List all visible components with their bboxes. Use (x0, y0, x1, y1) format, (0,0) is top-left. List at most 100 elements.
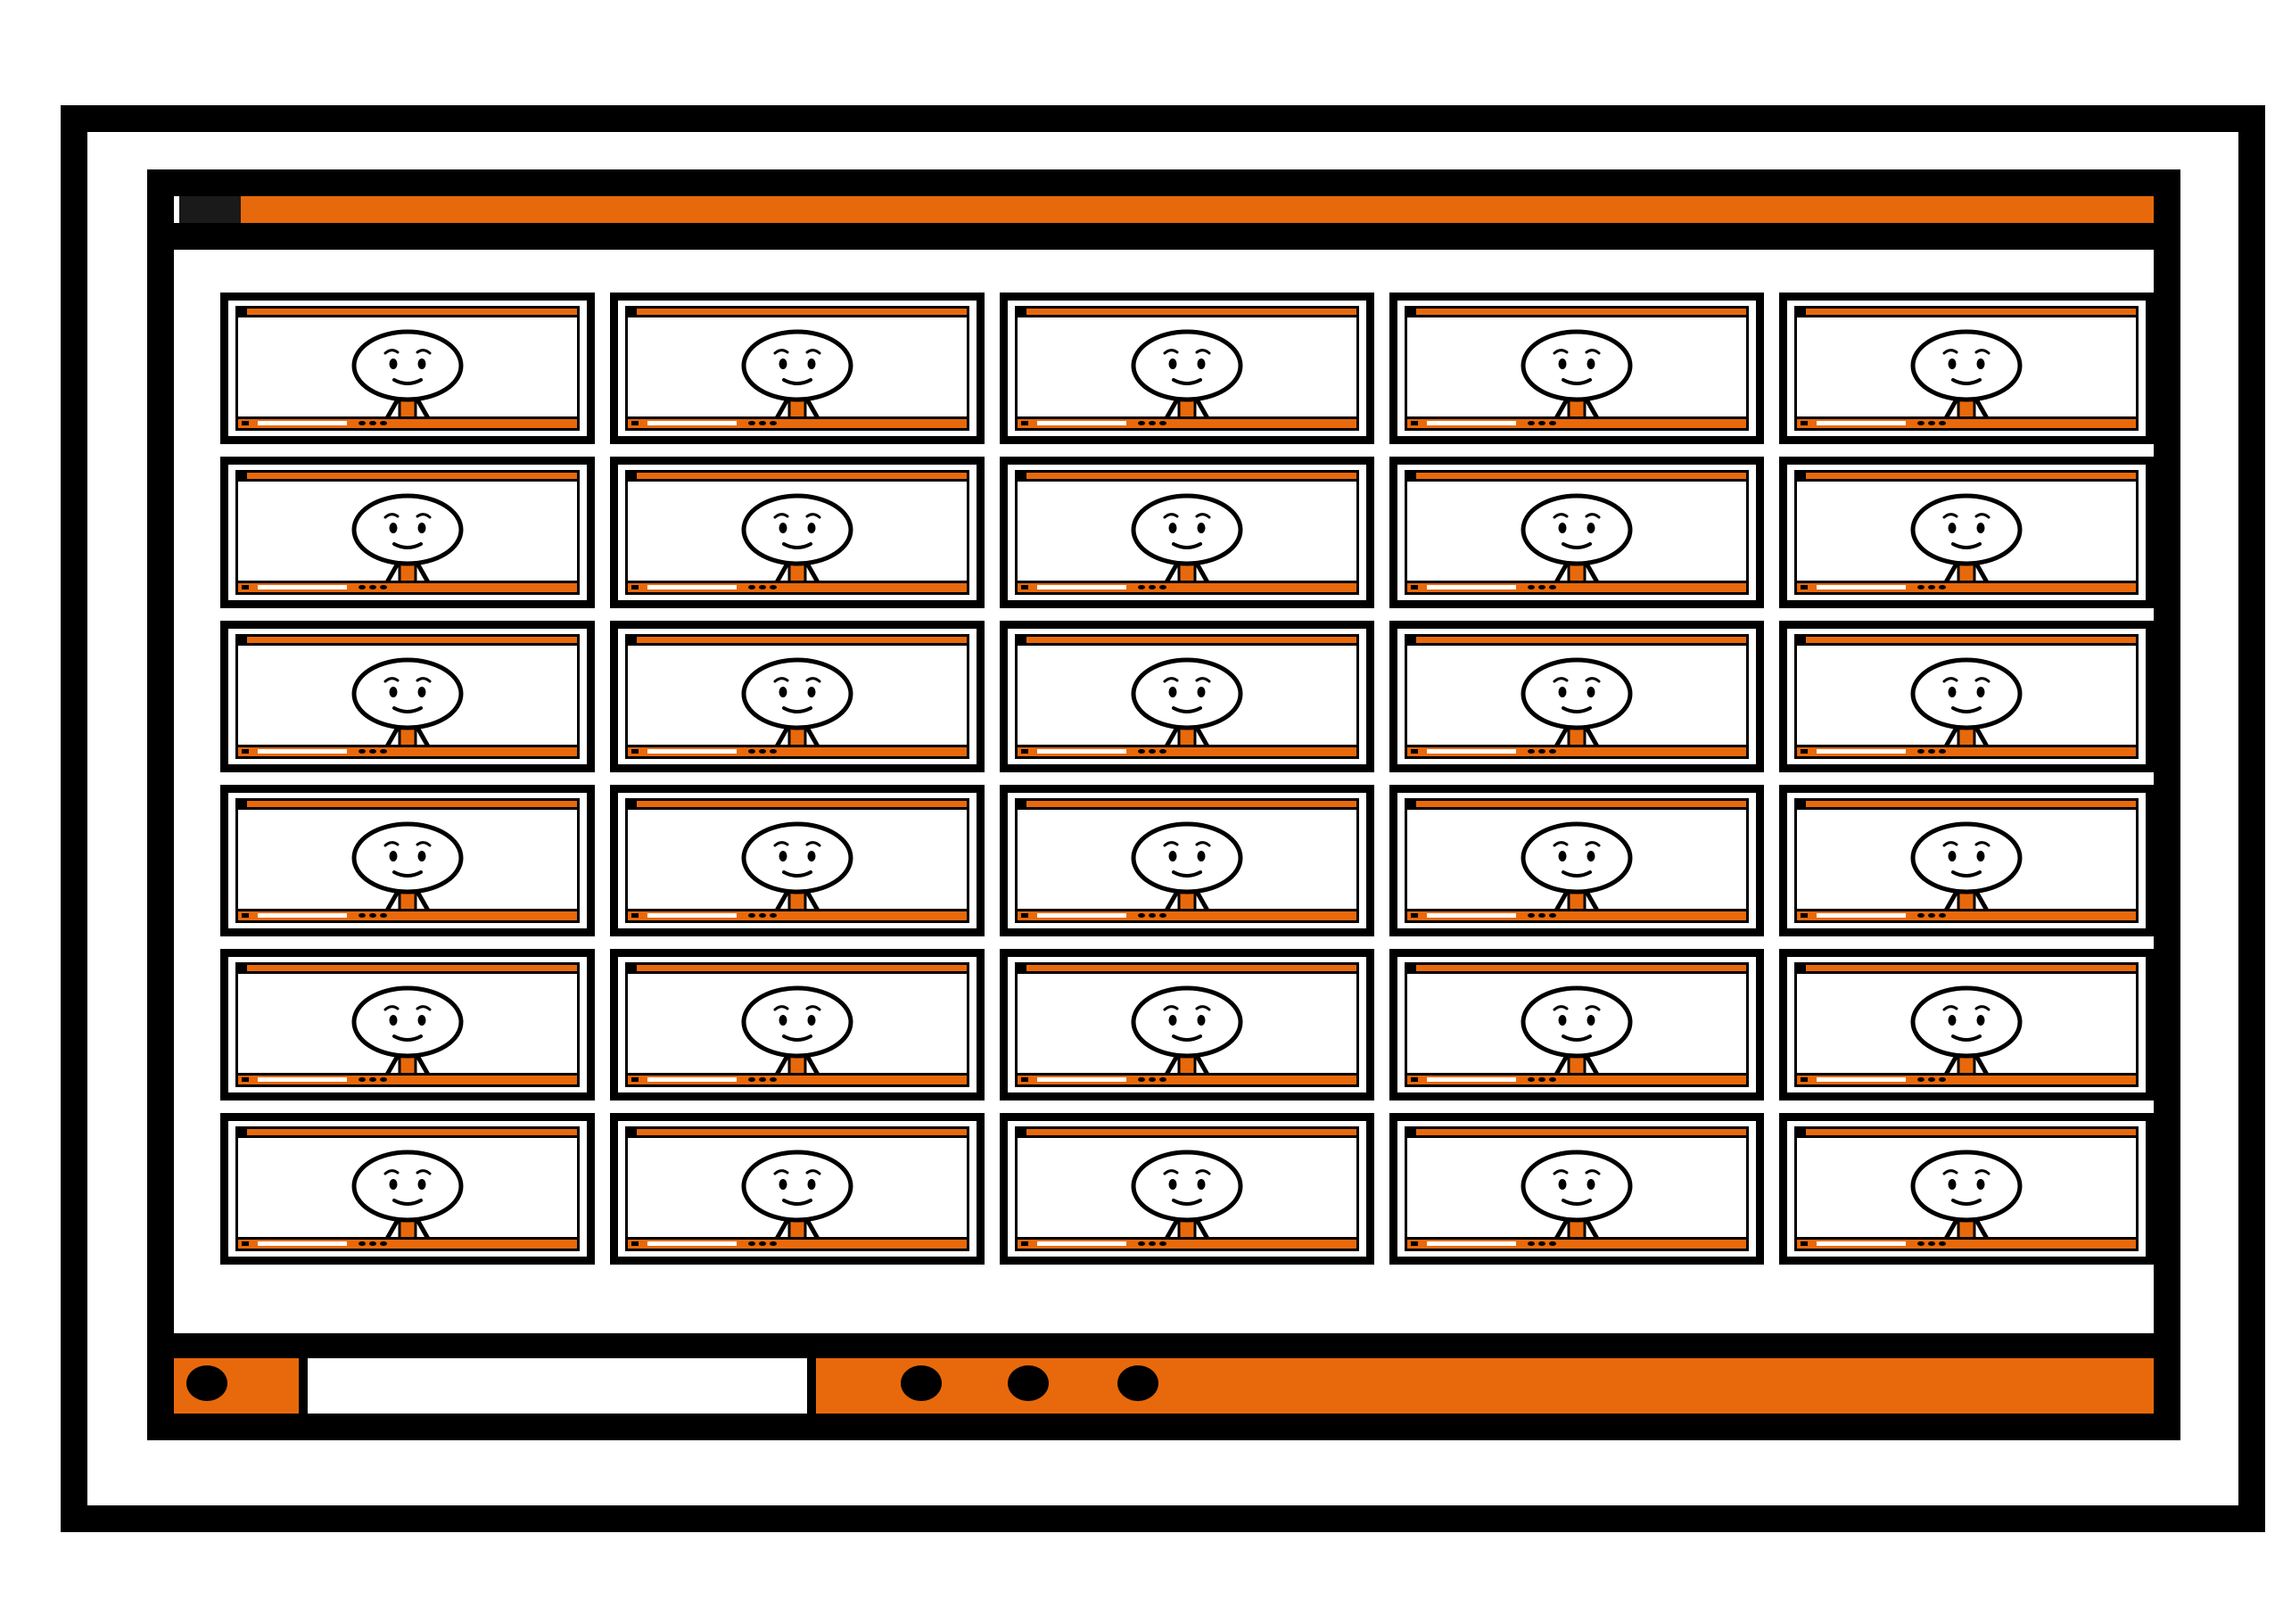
participant-leave-icon (1159, 421, 1166, 425)
smiling-person-avatar-icon (350, 1149, 466, 1249)
microphone-button-icon[interactable] (901, 1365, 942, 1401)
participant-title-bar (1018, 1129, 1356, 1138)
participant-record-icon (1021, 749, 1028, 754)
smiling-person-avatar-icon (739, 492, 855, 592)
participant-toolbar (238, 745, 577, 756)
participant-leave-icon (1549, 1077, 1556, 1082)
window-menu-icon[interactable] (174, 196, 241, 223)
participant-tile[interactable] (610, 949, 985, 1101)
participant-menu-icon (1018, 637, 1026, 643)
participant-tile[interactable] (220, 457, 595, 608)
participant-screen (1015, 470, 1359, 595)
participant-tile[interactable] (1779, 293, 2154, 444)
participant-screen (1015, 1126, 1359, 1251)
participant-tile[interactable] (1389, 1113, 1764, 1265)
participant-leave-icon (770, 913, 777, 918)
participant-camera-icon (1538, 421, 1545, 425)
smiling-person-avatar-icon (1519, 1149, 1635, 1249)
participant-tile[interactable] (1000, 621, 1374, 772)
participant-tile[interactable] (1389, 293, 1764, 444)
participant-tile[interactable] (610, 293, 985, 444)
participant-mic-icon (1917, 913, 1924, 918)
participant-mic-icon (1528, 421, 1535, 425)
participant-tile[interactable] (610, 1113, 985, 1265)
participant-mic-icon (1138, 913, 1145, 918)
participant-mic-icon (1917, 585, 1924, 589)
participant-tile[interactable] (1779, 457, 2154, 608)
participant-tile[interactable] (1389, 949, 1764, 1101)
leave-button-icon[interactable] (1117, 1365, 1158, 1401)
participant-buttons (1138, 421, 1183, 426)
participant-leave-icon (1159, 1241, 1166, 1246)
participant-title-bar (1797, 309, 2136, 317)
smiling-person-avatar-icon (1129, 492, 1245, 592)
camera-button-icon[interactable] (1008, 1365, 1049, 1401)
participant-menu-icon (1797, 801, 1806, 807)
participant-toolbar (1797, 1073, 2136, 1084)
participant-mic-icon (1138, 1241, 1145, 1246)
participant-mic-icon (1528, 1077, 1535, 1082)
participant-record-icon (1021, 913, 1028, 918)
participant-title-bar (628, 473, 967, 482)
participant-tile[interactable] (1389, 785, 1764, 936)
participant-menu-icon (1797, 309, 1806, 315)
participant-menu-icon (1407, 801, 1416, 807)
participant-tile[interactable] (1389, 621, 1764, 772)
participant-menu-icon (1797, 473, 1806, 479)
participant-input (1427, 1077, 1516, 1082)
record-dot-icon[interactable] (186, 1365, 227, 1401)
participant-toolbar (1797, 581, 2136, 592)
participant-buttons (359, 913, 403, 919)
participant-buttons (748, 749, 793, 754)
smiling-person-avatar-icon (350, 656, 466, 756)
participant-tile[interactable] (1000, 785, 1374, 936)
participant-buttons (1528, 913, 1572, 919)
participant-tile[interactable] (1000, 949, 1374, 1101)
participant-tile[interactable] (1000, 1113, 1374, 1265)
participant-camera-icon (369, 421, 376, 425)
participant-record-icon (1411, 1241, 1418, 1246)
participant-buttons (1138, 1077, 1183, 1083)
smiling-person-avatar-icon (739, 1149, 855, 1249)
participant-title-bar (1407, 309, 1746, 317)
participant-record-icon (631, 1241, 639, 1246)
participant-record-icon (1801, 421, 1808, 425)
participant-tile[interactable] (220, 293, 595, 444)
participant-tile[interactable] (1779, 1113, 2154, 1265)
participant-tile[interactable] (220, 785, 595, 936)
participant-toolbar (238, 416, 577, 428)
participant-leave-icon (770, 585, 777, 589)
participant-leave-icon (1159, 585, 1166, 589)
participant-tile[interactable] (220, 1113, 595, 1265)
participant-tile[interactable] (1779, 785, 2154, 936)
participant-input (647, 585, 737, 589)
participant-title-bar (628, 965, 967, 974)
participant-camera-icon (369, 585, 376, 589)
participant-camera-icon (1149, 749, 1156, 754)
participant-title-bar (1797, 1129, 2136, 1138)
participant-tile[interactable] (1779, 621, 2154, 772)
participant-camera-icon (1149, 1077, 1156, 1082)
participant-input (1817, 1077, 1906, 1082)
participant-input (1037, 749, 1126, 754)
participant-title-bar (238, 965, 577, 974)
participant-tile[interactable] (1779, 949, 2154, 1101)
participant-mic-icon (748, 1241, 755, 1246)
participant-tile[interactable] (610, 785, 985, 936)
participant-title-bar (238, 309, 577, 317)
participant-menu-icon (628, 965, 637, 971)
participant-tile[interactable] (1000, 457, 1374, 608)
participant-tile[interactable] (610, 621, 985, 772)
participant-tile[interactable] (1389, 457, 1764, 608)
participant-toolbar (238, 581, 577, 592)
chat-input[interactable] (299, 1358, 816, 1414)
participant-record-icon (1801, 1241, 1808, 1246)
participant-toolbar (1018, 1073, 1356, 1084)
participant-tile[interactable] (220, 949, 595, 1101)
participant-tile[interactable] (610, 457, 985, 608)
participant-buttons (359, 1077, 403, 1083)
participant-tile[interactable] (220, 621, 595, 772)
participant-input (1427, 1241, 1516, 1246)
participant-tile[interactable] (1000, 293, 1374, 444)
participant-input (258, 421, 347, 425)
